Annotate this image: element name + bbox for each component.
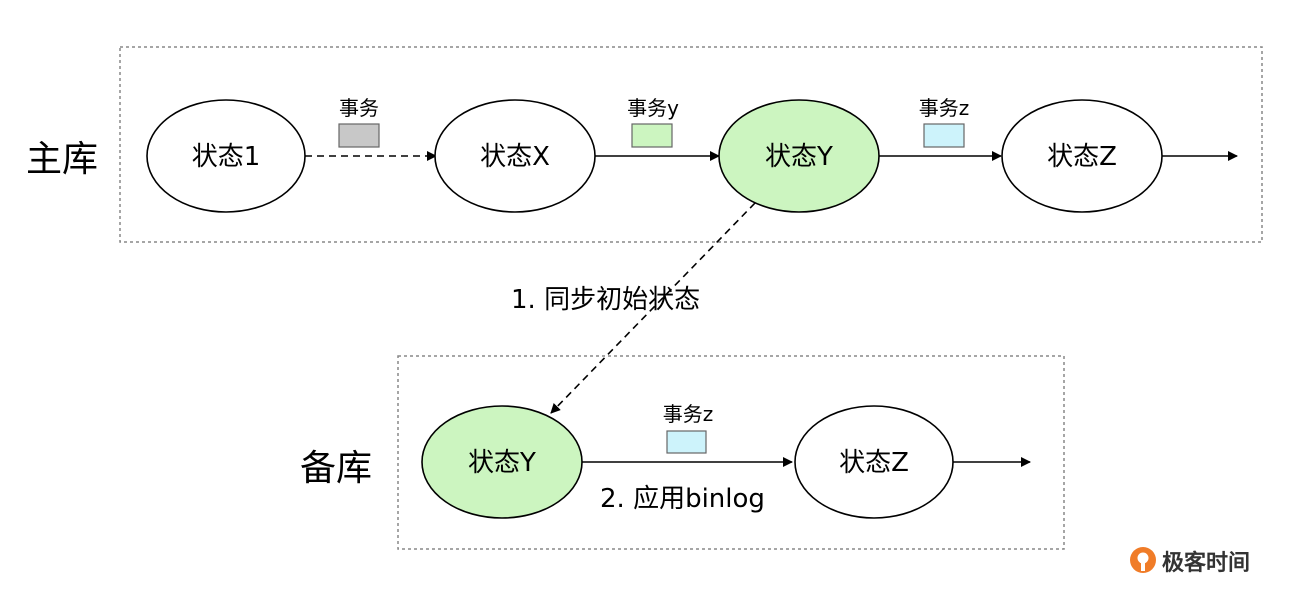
edge-sync-initial-state bbox=[550, 202, 756, 414]
transaction-marker: 事务 bbox=[338, 96, 380, 148]
replica-group-label: 备库 bbox=[300, 448, 372, 489]
geektime-logo-icon bbox=[1130, 547, 1156, 573]
replica-node-statez: 状态Z bbox=[794, 405, 954, 519]
node-label: 状态X bbox=[480, 142, 550, 172]
transaction-label: 事务z bbox=[919, 96, 970, 120]
step-apply-binlog-label: 2. 应用binlog bbox=[600, 484, 765, 514]
primary-node-statex: 状态X bbox=[434, 99, 596, 213]
transaction-marker: 事务y bbox=[627, 96, 679, 148]
primary-node-statey: 状态Y bbox=[718, 99, 880, 213]
transaction-marker: 事务z bbox=[663, 402, 714, 454]
transaction-label: 事务y bbox=[627, 96, 679, 120]
node-label: 状态Y bbox=[468, 448, 536, 478]
brand-name: 极客时间 bbox=[1162, 550, 1250, 576]
primary-group-box bbox=[119, 46, 1263, 243]
replica-group-box bbox=[397, 355, 1065, 550]
node-label: 状态Y bbox=[765, 142, 833, 172]
node-label: 状态Z bbox=[839, 448, 909, 478]
brand-logo: 极客时间 bbox=[1130, 547, 1250, 576]
node-label: 状态Z bbox=[1047, 142, 1117, 172]
transaction-label: 事务z bbox=[663, 402, 714, 426]
replica-node-statey: 状态Y bbox=[421, 405, 583, 519]
step-sync-initial-state-label: 1. 同步初始状态 bbox=[511, 285, 700, 315]
transaction-marker: 事务z bbox=[919, 96, 970, 148]
node-label: 状态1 bbox=[192, 142, 261, 172]
transaction-label: 事务 bbox=[339, 96, 379, 120]
primary-node-statez: 状态Z bbox=[1001, 99, 1163, 213]
primary-group-label: 主库 bbox=[26, 139, 98, 180]
primary-node-state1: 状态1 bbox=[146, 99, 306, 213]
